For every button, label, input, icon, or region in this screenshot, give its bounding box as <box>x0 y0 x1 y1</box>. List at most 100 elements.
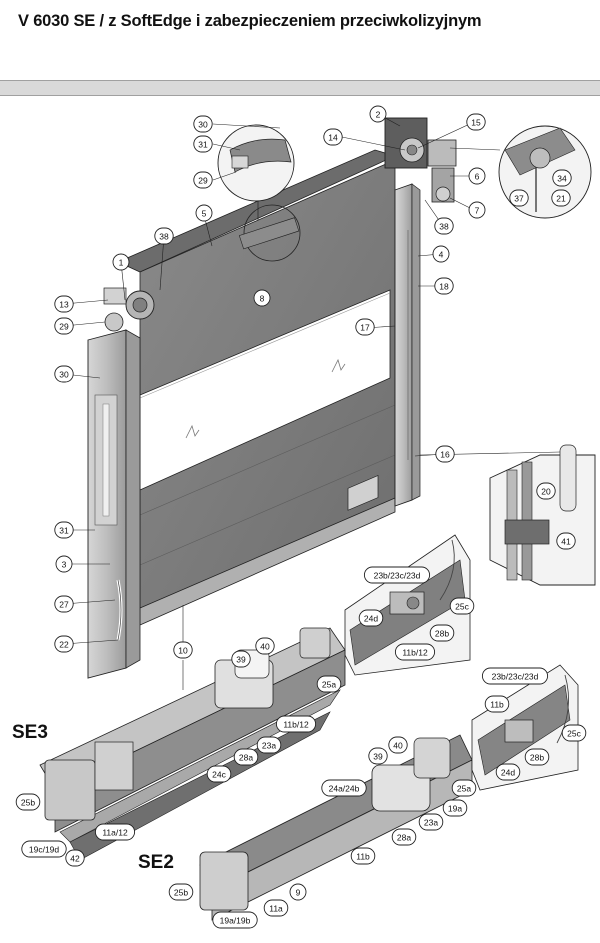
callout-c39a: 39 <box>231 650 251 668</box>
callout-c11b2: 11b <box>350 847 376 865</box>
right-side-frame <box>394 183 413 507</box>
variant-label-se2: SE2 <box>138 852 174 873</box>
callout-c40b: 40 <box>388 736 408 754</box>
callout-c19cd: 19c/19d <box>21 840 67 858</box>
callout-c14: 14 <box>323 128 343 146</box>
callout-c30b: 30 <box>54 365 74 383</box>
callout-label: 1 <box>119 258 124 268</box>
callout-label: 30 <box>59 370 69 380</box>
callout-label: 39 <box>373 752 383 762</box>
detail-se2-side-right <box>471 664 579 791</box>
callout-c38b: 38 <box>154 227 174 245</box>
callout-c7: 7 <box>468 201 486 219</box>
callout-c4: 4 <box>432 245 450 263</box>
callout-label: 25b <box>21 798 35 808</box>
callout-c24ab: 24a/24b <box>321 779 367 797</box>
callout-c11b12a: 11b/12 <box>394 643 436 661</box>
header-band <box>0 80 600 96</box>
callout-label: 20 <box>541 487 551 497</box>
callout-label: 13 <box>59 300 69 310</box>
callout-c1: 1 <box>112 253 130 271</box>
callout-label: 38 <box>439 222 449 232</box>
callout-c30a: 30 <box>193 115 213 133</box>
callout-c40a: 40 <box>255 637 275 655</box>
callout-label: 11b <box>490 700 504 710</box>
callout-c31a: 31 <box>193 135 213 153</box>
callout-c9: 9 <box>289 883 307 901</box>
callout-label: 14 <box>328 133 338 143</box>
callout-label: 24d <box>364 614 378 624</box>
callout-label: 34 <box>557 174 567 184</box>
callout-c31b: 31 <box>54 521 74 539</box>
callout-label: 7 <box>475 206 480 216</box>
callout-label: 16 <box>440 450 450 460</box>
callout-c38a: 38 <box>434 217 454 235</box>
callout-c29a: 29 <box>193 171 213 189</box>
exploded-view-diagram: 3031292141567383437215381418813291730162… <box>12 105 596 929</box>
callout-c24d1: 24d <box>358 609 384 627</box>
se3-bottom-edge <box>39 627 346 861</box>
callout-label: 37 <box>514 194 524 204</box>
callout-label: 25b <box>174 888 188 898</box>
callout-label: 40 <box>393 741 403 751</box>
callout-c20: 20 <box>536 482 556 500</box>
callout-label: 24d <box>501 768 515 778</box>
diagram-title: V 6030 SE / z SoftEdge i zabezpieczeniem… <box>18 12 482 30</box>
callout-c5: 5 <box>195 204 213 222</box>
callout-c28a1: 28a <box>233 748 259 766</box>
callout-c23bcd1: 23b/23c/23d <box>363 566 431 584</box>
callout-c39b: 39 <box>368 747 388 765</box>
callout-label: 25c <box>455 602 469 612</box>
callout-c11b: 11b <box>484 695 510 713</box>
callout-label: 24a/24b <box>329 784 360 794</box>
callout-c25b1: 25b <box>15 793 41 811</box>
callout-c41: 41 <box>556 532 576 550</box>
callout-label: 25c <box>567 729 581 739</box>
callout-c34: 34 <box>552 169 572 187</box>
callout-label: 17 <box>360 323 370 333</box>
callout-c37: 37 <box>509 189 529 207</box>
callout-label: 5 <box>202 209 207 219</box>
callout-c25a1: 25a <box>316 675 342 693</box>
callout-label: 25a <box>457 784 471 794</box>
callout-label: 31 <box>59 526 69 536</box>
callout-label: 11b/12 <box>402 648 428 658</box>
callout-c23a2: 23a <box>418 813 444 831</box>
callout-c21: 21 <box>551 189 571 207</box>
callout-label: 23b/23c/23d <box>374 571 421 581</box>
callout-c3: 3 <box>55 555 73 573</box>
callout-label: 21 <box>556 194 566 204</box>
callout-c29b: 29 <box>54 317 74 335</box>
callout-c28a2: 28a <box>391 828 417 846</box>
callout-c17: 17 <box>355 318 375 336</box>
callout-label: 6 <box>475 172 480 182</box>
callout-c15: 15 <box>466 113 486 131</box>
callout-c22: 22 <box>54 635 74 653</box>
callout-label: 29 <box>59 322 69 332</box>
callout-label: 28b <box>530 753 544 763</box>
callout-label: 11a <box>269 904 283 914</box>
callout-label: 11b <box>356 852 370 862</box>
door-assembly <box>87 117 457 679</box>
callout-c11a: 11a <box>263 899 289 917</box>
callout-label: 28b <box>435 629 449 639</box>
callout-c27: 27 <box>54 595 74 613</box>
callout-label: 41 <box>561 537 571 547</box>
callout-label: 22 <box>59 640 69 650</box>
callout-label: 2 <box>376 110 381 120</box>
callout-label: 42 <box>70 854 80 864</box>
callout-c25b2: 25b <box>168 883 194 901</box>
callout-label: 27 <box>59 600 69 610</box>
callout-label: 23a <box>424 818 438 828</box>
callout-c28b1: 28b <box>429 624 455 642</box>
callout-c13: 13 <box>54 295 74 313</box>
callout-label: 31 <box>198 140 208 150</box>
callout-c6: 6 <box>468 167 486 185</box>
detail-side-guide <box>419 444 596 586</box>
callout-c28b2: 28b <box>524 748 550 766</box>
callout-c2: 2 <box>369 105 387 123</box>
callout-label: 23a <box>262 741 276 751</box>
callout-label: 23b/23c/23d <box>492 672 539 682</box>
callout-label: 28a <box>239 753 253 763</box>
